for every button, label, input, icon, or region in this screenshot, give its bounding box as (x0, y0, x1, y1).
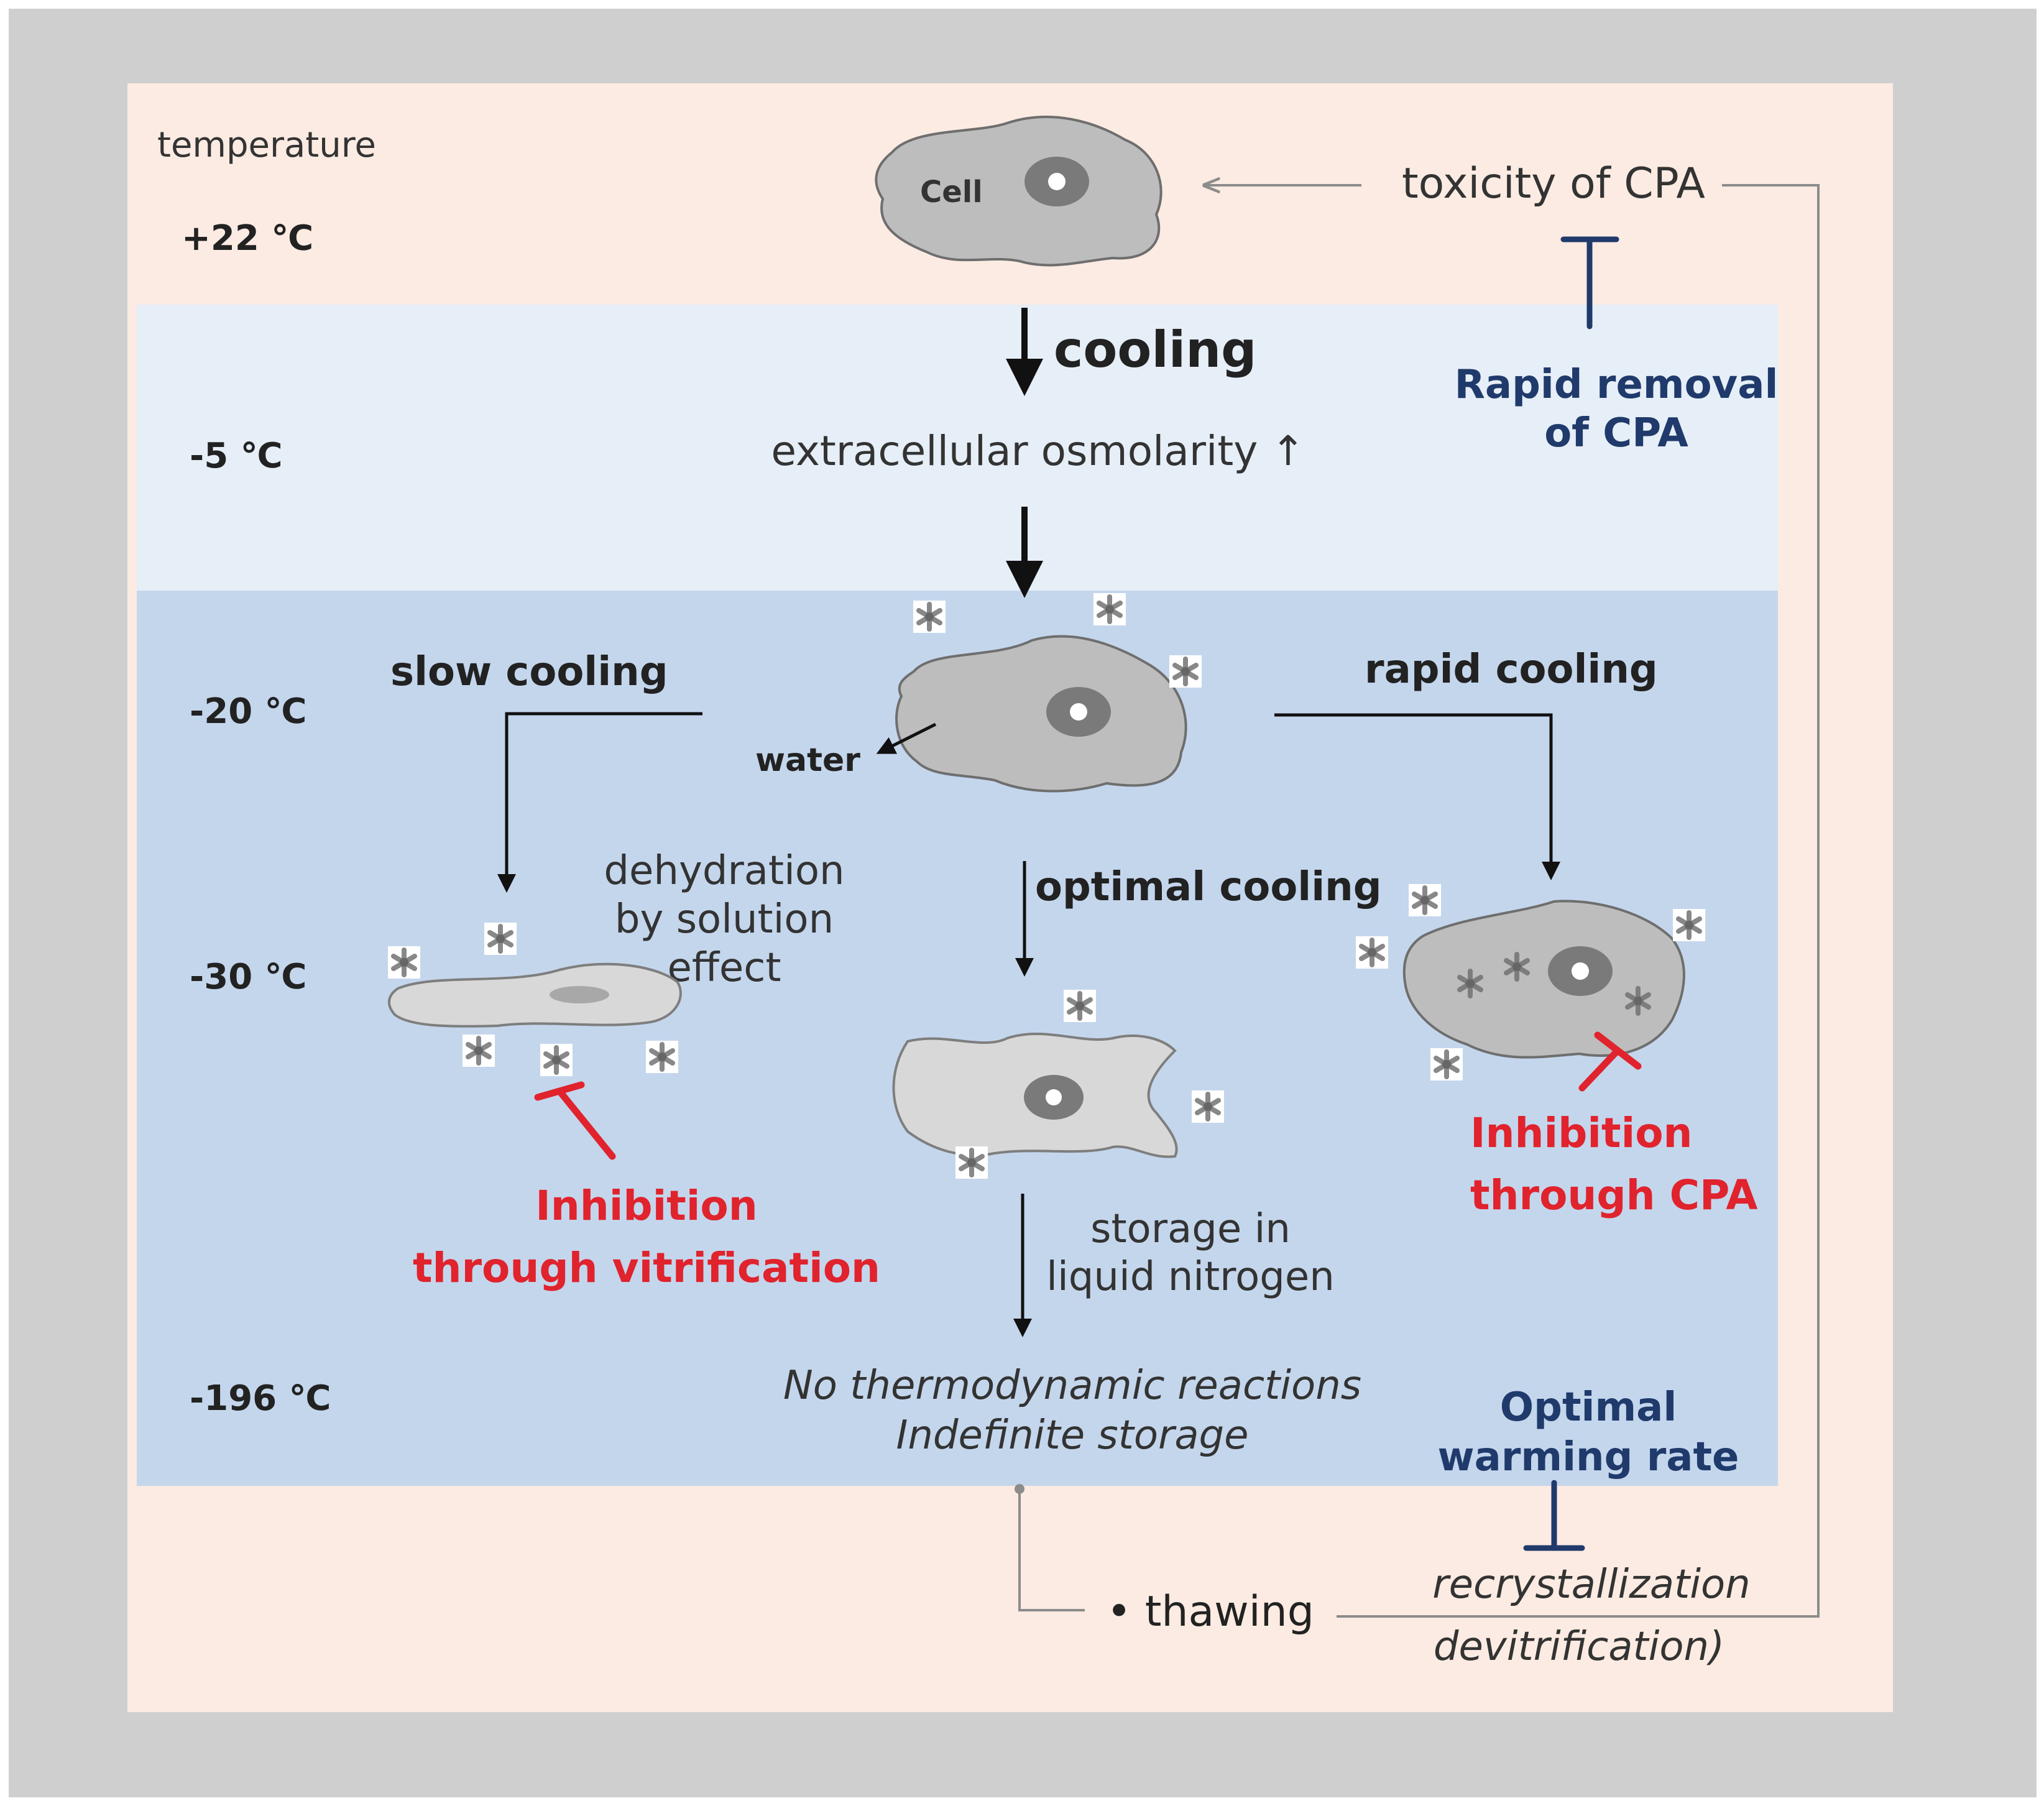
rapid-removal-inhibitor (1560, 236, 1619, 329)
ice-crystal-icon (955, 1146, 988, 1179)
slow-cooling-label: slow cooling (390, 649, 668, 695)
ice-crystal-icon (913, 601, 946, 633)
temp-level-22: +22 ℃ (182, 218, 313, 259)
rapid-cooling-label: rapid cooling (1365, 647, 1658, 693)
thawing-connector (1018, 1489, 1085, 1611)
ice-crystal-icon (1093, 593, 1126, 625)
thawing-connector-dot (1015, 1484, 1024, 1494)
cpa-inhibitor (1578, 1031, 1642, 1092)
dehydration-line-1: dehydration (604, 848, 844, 894)
water-label: water (755, 742, 860, 779)
vitrification-inhibitor (534, 1081, 616, 1160)
optimal-cooling-label: optimal cooling (1035, 864, 1382, 910)
cpa-inhibition-line-2: through CPA (1470, 1171, 1757, 1219)
ice-crystal-icon (1430, 1048, 1463, 1081)
storage-line-2: liquid nitrogen (1046, 1254, 1335, 1300)
feedback-line (1337, 184, 1820, 1618)
ice-crystal-icon (540, 1044, 573, 1076)
cooling-label: cooling (1054, 321, 1256, 379)
thawing-label: • thawing (1107, 1587, 1314, 1636)
temperature-title: temperature (157, 125, 376, 165)
osmolarity-label: extracellular osmolarity ↑ (771, 427, 1305, 475)
warming-inhibitor (1523, 1480, 1585, 1551)
ice-crystal-icon (646, 1041, 678, 1073)
vitrification-inhibition-line-1: Inhibition (535, 1182, 758, 1230)
temp-level-minus30: -30 ℃ (190, 957, 306, 997)
recrystallization-line-1: recrystallization (1432, 1562, 1750, 1608)
rapid-removal-label-2: of CPA (1544, 410, 1688, 456)
cell-intracellular-ice (1402, 900, 1685, 1059)
optimal-warming-line-1: Optimal (1500, 1385, 1677, 1431)
ice-crystal-icon (1356, 936, 1388, 969)
water-arrow (876, 722, 937, 754)
ice-crystal-icon (1673, 909, 1705, 941)
temp-level-minus5: -5 ℃ (190, 436, 283, 476)
cell-label: Cell (920, 175, 983, 210)
ice-crystal-icon (463, 1035, 495, 1067)
rapid-removal-label-1: Rapid removal (1455, 362, 1779, 408)
temp-level-minus196: -196 ℃ (190, 1378, 331, 1419)
result-line-1: No thermodynamic reactions (783, 1363, 1361, 1409)
toxicity-label: toxicity of CPA (1402, 159, 1705, 208)
optimal-warming-line-2: warming rate (1438, 1434, 1739, 1480)
storage-line-1: storage in (1090, 1206, 1291, 1252)
vitrification-inhibition-line-2: through vitrification (413, 1244, 880, 1292)
cell-top (875, 116, 1162, 267)
result-line-2: Indefinite storage (896, 1412, 1248, 1458)
ice-crystal-icon (484, 923, 517, 955)
ice-crystal-icon (1192, 1090, 1224, 1123)
cpa-inhibition-line-1: Inhibition (1470, 1109, 1693, 1157)
dehydration-line-2: by solution (615, 896, 834, 942)
rapid-cooling-arrow (1274, 713, 1560, 880)
ice-crystal-icon (1169, 655, 1202, 688)
slow-cooling-arrow (497, 712, 702, 893)
temp-level-minus20: -20 ℃ (190, 691, 306, 732)
ice-crystal-icon (1064, 990, 1096, 1022)
dehydration-line-3: effect (667, 945, 781, 991)
ice-crystal-icon (1409, 884, 1441, 916)
cell-optimal (892, 1033, 1178, 1158)
cell-minus20 (895, 635, 1187, 793)
cell-dehydrated (388, 962, 682, 1028)
band-minus5 (137, 305, 1778, 591)
ice-crystal-icon (388, 946, 420, 979)
recrystallization-line-2: devitrification) (1434, 1624, 1724, 1670)
